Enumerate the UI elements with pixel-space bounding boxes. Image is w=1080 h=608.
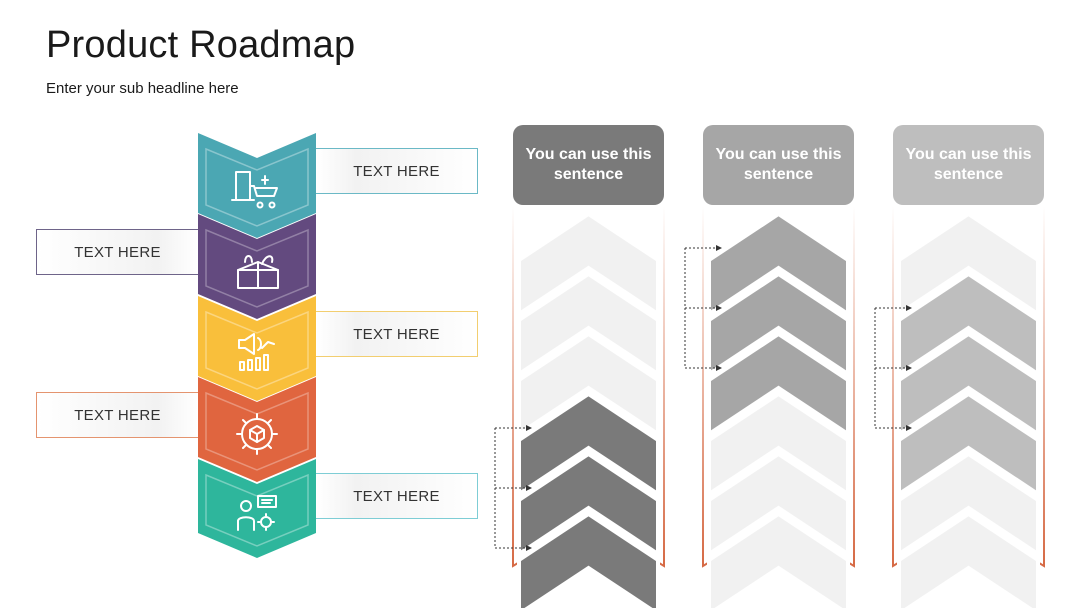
active-chevron [517, 511, 660, 608]
gear-cube-icon [236, 413, 278, 455]
step-4-label: TEXT HERE [36, 392, 198, 438]
step-1-chevron [198, 133, 316, 238]
roadmap-column-2 [684, 206, 855, 608]
roadmap-column-3 [874, 206, 1045, 608]
active-chevron [517, 451, 660, 558]
active-chevron [517, 391, 660, 498]
roadmap-columns [494, 206, 1045, 608]
placeholder-chevron [897, 511, 1040, 608]
page-title: Product Roadmap [46, 24, 356, 66]
person-gear-icon [237, 495, 277, 531]
roadmap-column-1 [494, 206, 665, 608]
active-chevron [897, 331, 1040, 438]
building-cart-icon [231, 171, 278, 209]
placeholder-chevron [897, 451, 1040, 558]
active-chevron [897, 391, 1040, 498]
step-5-label: TEXT HERE [316, 473, 478, 519]
active-chevron [707, 331, 850, 438]
page-subtitle: Enter your sub headline here [46, 80, 239, 97]
active-chevron [707, 271, 850, 378]
active-chevron [707, 211, 850, 318]
active-chevron [897, 271, 1040, 378]
megaphone-growth-icon [238, 333, 275, 371]
placeholder-chevron [707, 511, 850, 608]
package-box-icon [237, 255, 279, 289]
placeholder-chevron [517, 211, 660, 318]
step-1-label: TEXT HERE [316, 148, 478, 194]
step-2-label: TEXT HERE [36, 229, 198, 275]
placeholder-chevron [897, 211, 1040, 318]
placeholder-chevron [707, 451, 850, 558]
column-2-header: You can use this sentence [703, 125, 854, 205]
column-3-header: You can use this sentence [893, 125, 1044, 205]
column-1-header: You can use this sentence [513, 125, 664, 205]
step-3-label: TEXT HERE [316, 311, 478, 357]
placeholder-chevron [517, 331, 660, 438]
placeholder-chevron [517, 271, 660, 378]
placeholder-chevron [707, 391, 850, 498]
step-3-chevron [198, 296, 316, 401]
